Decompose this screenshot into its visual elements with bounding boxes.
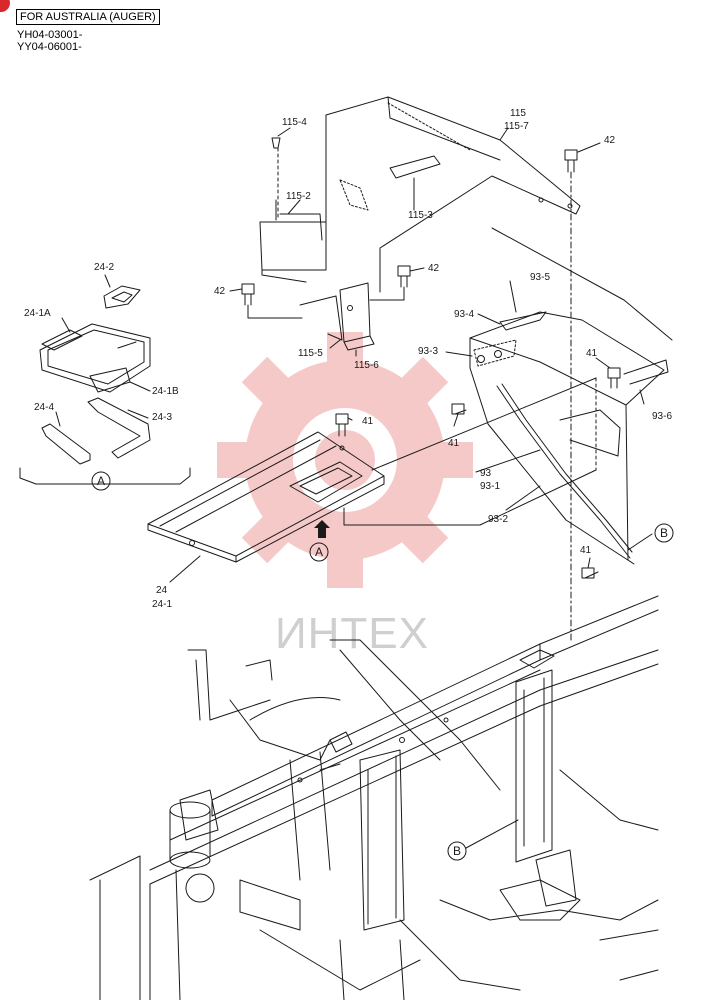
detail-A (19, 285, 191, 485)
label-115-6: 115-6 (354, 360, 379, 371)
bolt-42-top (564, 149, 578, 173)
label-42-mid: 42 (428, 263, 440, 274)
label-93-1: 93-1 (480, 481, 500, 492)
label-A-detail: A (97, 474, 105, 488)
label-93-2: 93-2 (488, 514, 508, 525)
serial-range-1: YH04-03001- (17, 29, 83, 41)
label-41-bracket: 41 (448, 438, 460, 449)
header-title: FOR AUSTRALIA (AUGER) (16, 9, 160, 25)
bolt-41-right (607, 367, 621, 389)
watermark-gear-icon (217, 332, 473, 588)
bracket-115 (259, 96, 581, 351)
panel-93 (469, 311, 669, 565)
label-93-4: 93-4 (454, 309, 474, 320)
arrow-A-marker (309, 542, 329, 562)
corner-badge (0, 0, 10, 12)
label-115-4: 115-4 (282, 117, 307, 128)
watermark-text: ИНТЕХ (275, 609, 429, 658)
arrow-up-icon (314, 520, 330, 538)
label-24-1A: 24-1A (24, 308, 51, 319)
bolt-42-left (241, 283, 255, 306)
label-41-lower: 41 (580, 545, 592, 556)
label-B-right: B (660, 526, 668, 540)
detail-A-marker (91, 471, 111, 491)
bolt-42-mid (397, 265, 411, 288)
label-115-5: 115-5 (298, 348, 323, 359)
label-93-3: 93-3 (418, 346, 438, 357)
serial-range-2: YY04-06001- (17, 41, 82, 53)
label-115-3: 115-3 (408, 210, 433, 221)
ref-B-marker-lower (447, 841, 467, 861)
floor-plate-24 (147, 431, 385, 563)
label-24-1B: 24-1B (152, 386, 179, 397)
label-115-2: 115-2 (286, 191, 311, 202)
label-24: 24 (156, 585, 168, 596)
label-41-right: 41 (586, 348, 598, 359)
label-24-3: 24-3 (152, 412, 172, 423)
bolt-41-lower (581, 567, 599, 579)
tractor-frame (89, 595, 659, 1000)
label-42-top: 42 (604, 135, 616, 146)
label-24-2: 24-2 (94, 262, 114, 273)
ref-B-marker-right (654, 523, 674, 543)
label-A-arrow: A (315, 545, 323, 559)
label-93-5: 93-5 (530, 272, 550, 283)
bolt-41-bracket (451, 403, 467, 415)
label-93-6: 93-6 (652, 411, 672, 422)
label-24-1: 24-1 (152, 599, 172, 610)
label-93: 93 (480, 468, 492, 479)
label-115-7: 115-7 (504, 121, 529, 132)
label-42-left: 42 (214, 286, 226, 297)
label-B-lower: B (453, 844, 461, 858)
bolt-115-4 (271, 137, 281, 149)
label-24-4: 24-4 (34, 402, 54, 413)
bolt-41-plate (335, 413, 349, 437)
label-41-plate: 41 (362, 416, 374, 427)
label-115: 115 (510, 108, 526, 119)
